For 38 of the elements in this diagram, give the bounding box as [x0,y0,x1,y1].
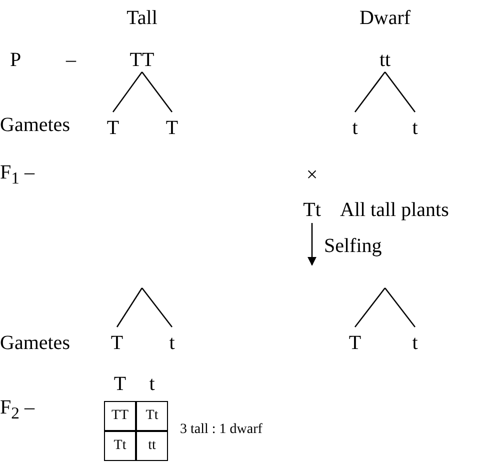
genotype-label: tt [379,50,391,70]
table-cell: tt [136,431,168,461]
branch-line [354,72,386,112]
genotype-label: T [348,333,362,353]
genotype-label: T [110,333,124,353]
branch-line [354,288,386,328]
branch-line [384,72,416,112]
phenotype-label: Tall [126,8,158,28]
genotype-label: t [352,118,358,138]
genotype-label: T [106,118,120,138]
genotype-label: Tt [303,200,321,220]
dash: – [66,50,76,70]
ratio-note: 3 tall : 1 dwarf [180,423,262,437]
phenotype-label: All tall plants [340,200,449,220]
branch-line [116,288,143,328]
genotype-label: t [169,333,175,353]
arrow [307,223,317,266]
generation-label: F$_{1}$ – [0,162,34,188]
edge-label: Selfing [324,236,382,256]
table-cell: TT [104,401,136,431]
cross-sign: × [306,165,318,185]
column-header: T [114,374,126,394]
row-label: Gametes [0,115,70,135]
table-cell: Tt [136,401,168,431]
branch-line [384,288,416,328]
branch-line [141,288,173,328]
column-header: t [149,374,155,394]
genotype-label: T [166,118,178,138]
genotype-label: t [412,333,418,353]
row-label: Gametes [0,333,70,353]
branch-line [141,72,173,112]
generation-label: P [10,50,22,70]
generation-label: F$_{2}$ – [0,398,34,422]
genotype-label: TT [130,50,154,70]
table-cell: Tt [104,431,136,461]
phenotype-label: Dwarf [359,8,411,28]
branch-line [112,72,143,112]
genotype-label: t [412,118,418,138]
